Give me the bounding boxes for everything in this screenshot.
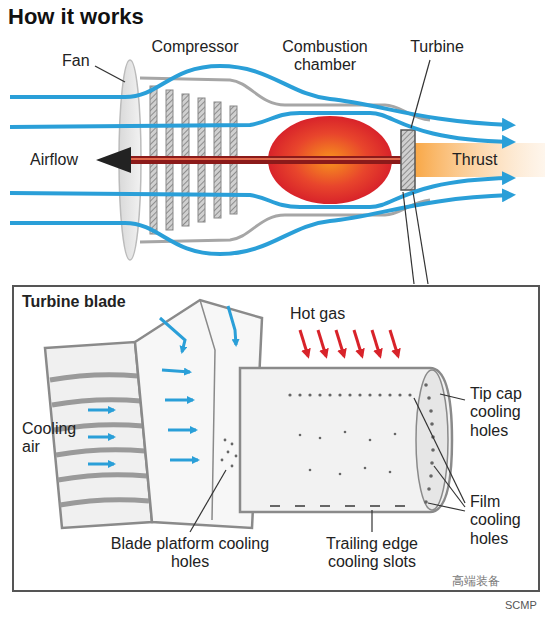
panel-heading: Turbine blade <box>14 287 134 317</box>
engine-shaft-highlight <box>130 158 415 160</box>
flow-label: Thrust <box>452 151 522 169</box>
part-label: Fan <box>62 52 102 70</box>
part-label: Turbine <box>397 38 477 56</box>
flow-label: Hot gas <box>290 305 370 323</box>
part-label: Combustion chamber <box>270 38 380 75</box>
turbine-disc <box>401 130 415 190</box>
part-label: Compressor <box>135 38 255 56</box>
engine-shaft <box>130 156 415 164</box>
inset-leader-lines <box>190 394 465 532</box>
title: How it works <box>8 4 144 29</box>
platform-edge <box>200 300 215 520</box>
inset-panel: Turbine blade <box>12 285 540 592</box>
cooling-air-arrows <box>88 306 236 464</box>
cooling-holes <box>221 383 435 504</box>
part-label: Trailing edge cooling slots <box>302 535 442 572</box>
flow-label: Cooling air <box>22 420 86 457</box>
leader-lines <box>95 60 430 284</box>
watermark: SCMP <box>505 599 549 612</box>
part-label: Film cooling holes <box>470 493 538 548</box>
hot-gas-arrows <box>300 330 398 356</box>
blade-airfoil <box>240 368 452 512</box>
fan-spinner <box>96 147 131 173</box>
thrust-glow <box>405 143 545 177</box>
part-label: Tip cap cooling holes <box>470 385 538 440</box>
part-label: Blade platform cooling holes <box>110 535 270 572</box>
trailing-edge-slots <box>270 505 405 507</box>
flow-label: Airflow <box>30 151 94 169</box>
watermark: 高端装备 <box>452 575 532 589</box>
airflow-arrows <box>10 66 512 254</box>
